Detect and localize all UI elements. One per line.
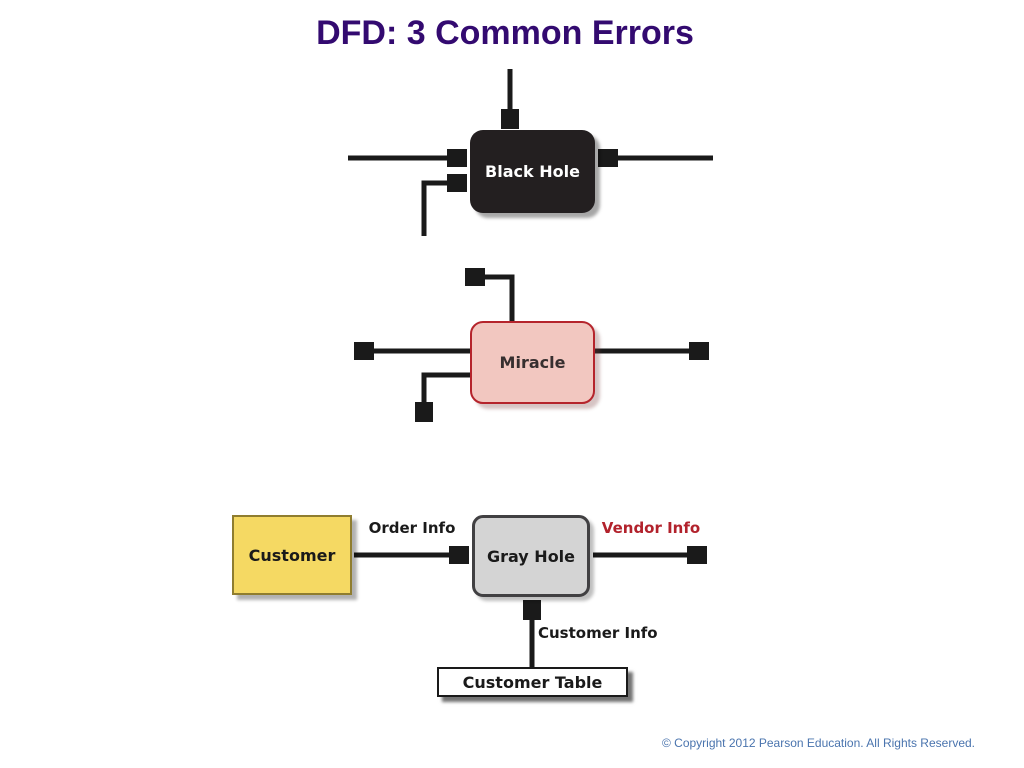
black-hole-arrow-elbow-in-icon [421,183,466,236]
black-hole-label: Black Hole [485,162,580,181]
gray-hole-label: Gray Hole [486,546,576,566]
order-info-flow-label: Order Info [368,519,456,537]
customer-info-flow-label: Customer Info [538,624,658,642]
customer-table-label: Customer Table [462,672,603,692]
vendor-info-flow-label: Vendor Info [601,519,701,537]
gray-hole-process: Gray Hole [472,515,590,597]
copyright-footer: © Copyright 2012 Pearson Education. All … [661,736,975,750]
customer-table-store: Customer Table [437,667,628,697]
miracle-arrow-top-out-icon [466,277,515,322]
miracle-process: Miracle [470,321,595,404]
miracle-arrow-bottom-out-icon [424,372,470,421]
customer-entity: Customer [232,515,352,595]
black-hole-process: Black Hole [470,130,595,213]
customer-entity-label: Customer [248,545,336,565]
miracle-label: Miracle [499,353,566,372]
page-title: DFD: 3 Common Errors [316,14,694,52]
